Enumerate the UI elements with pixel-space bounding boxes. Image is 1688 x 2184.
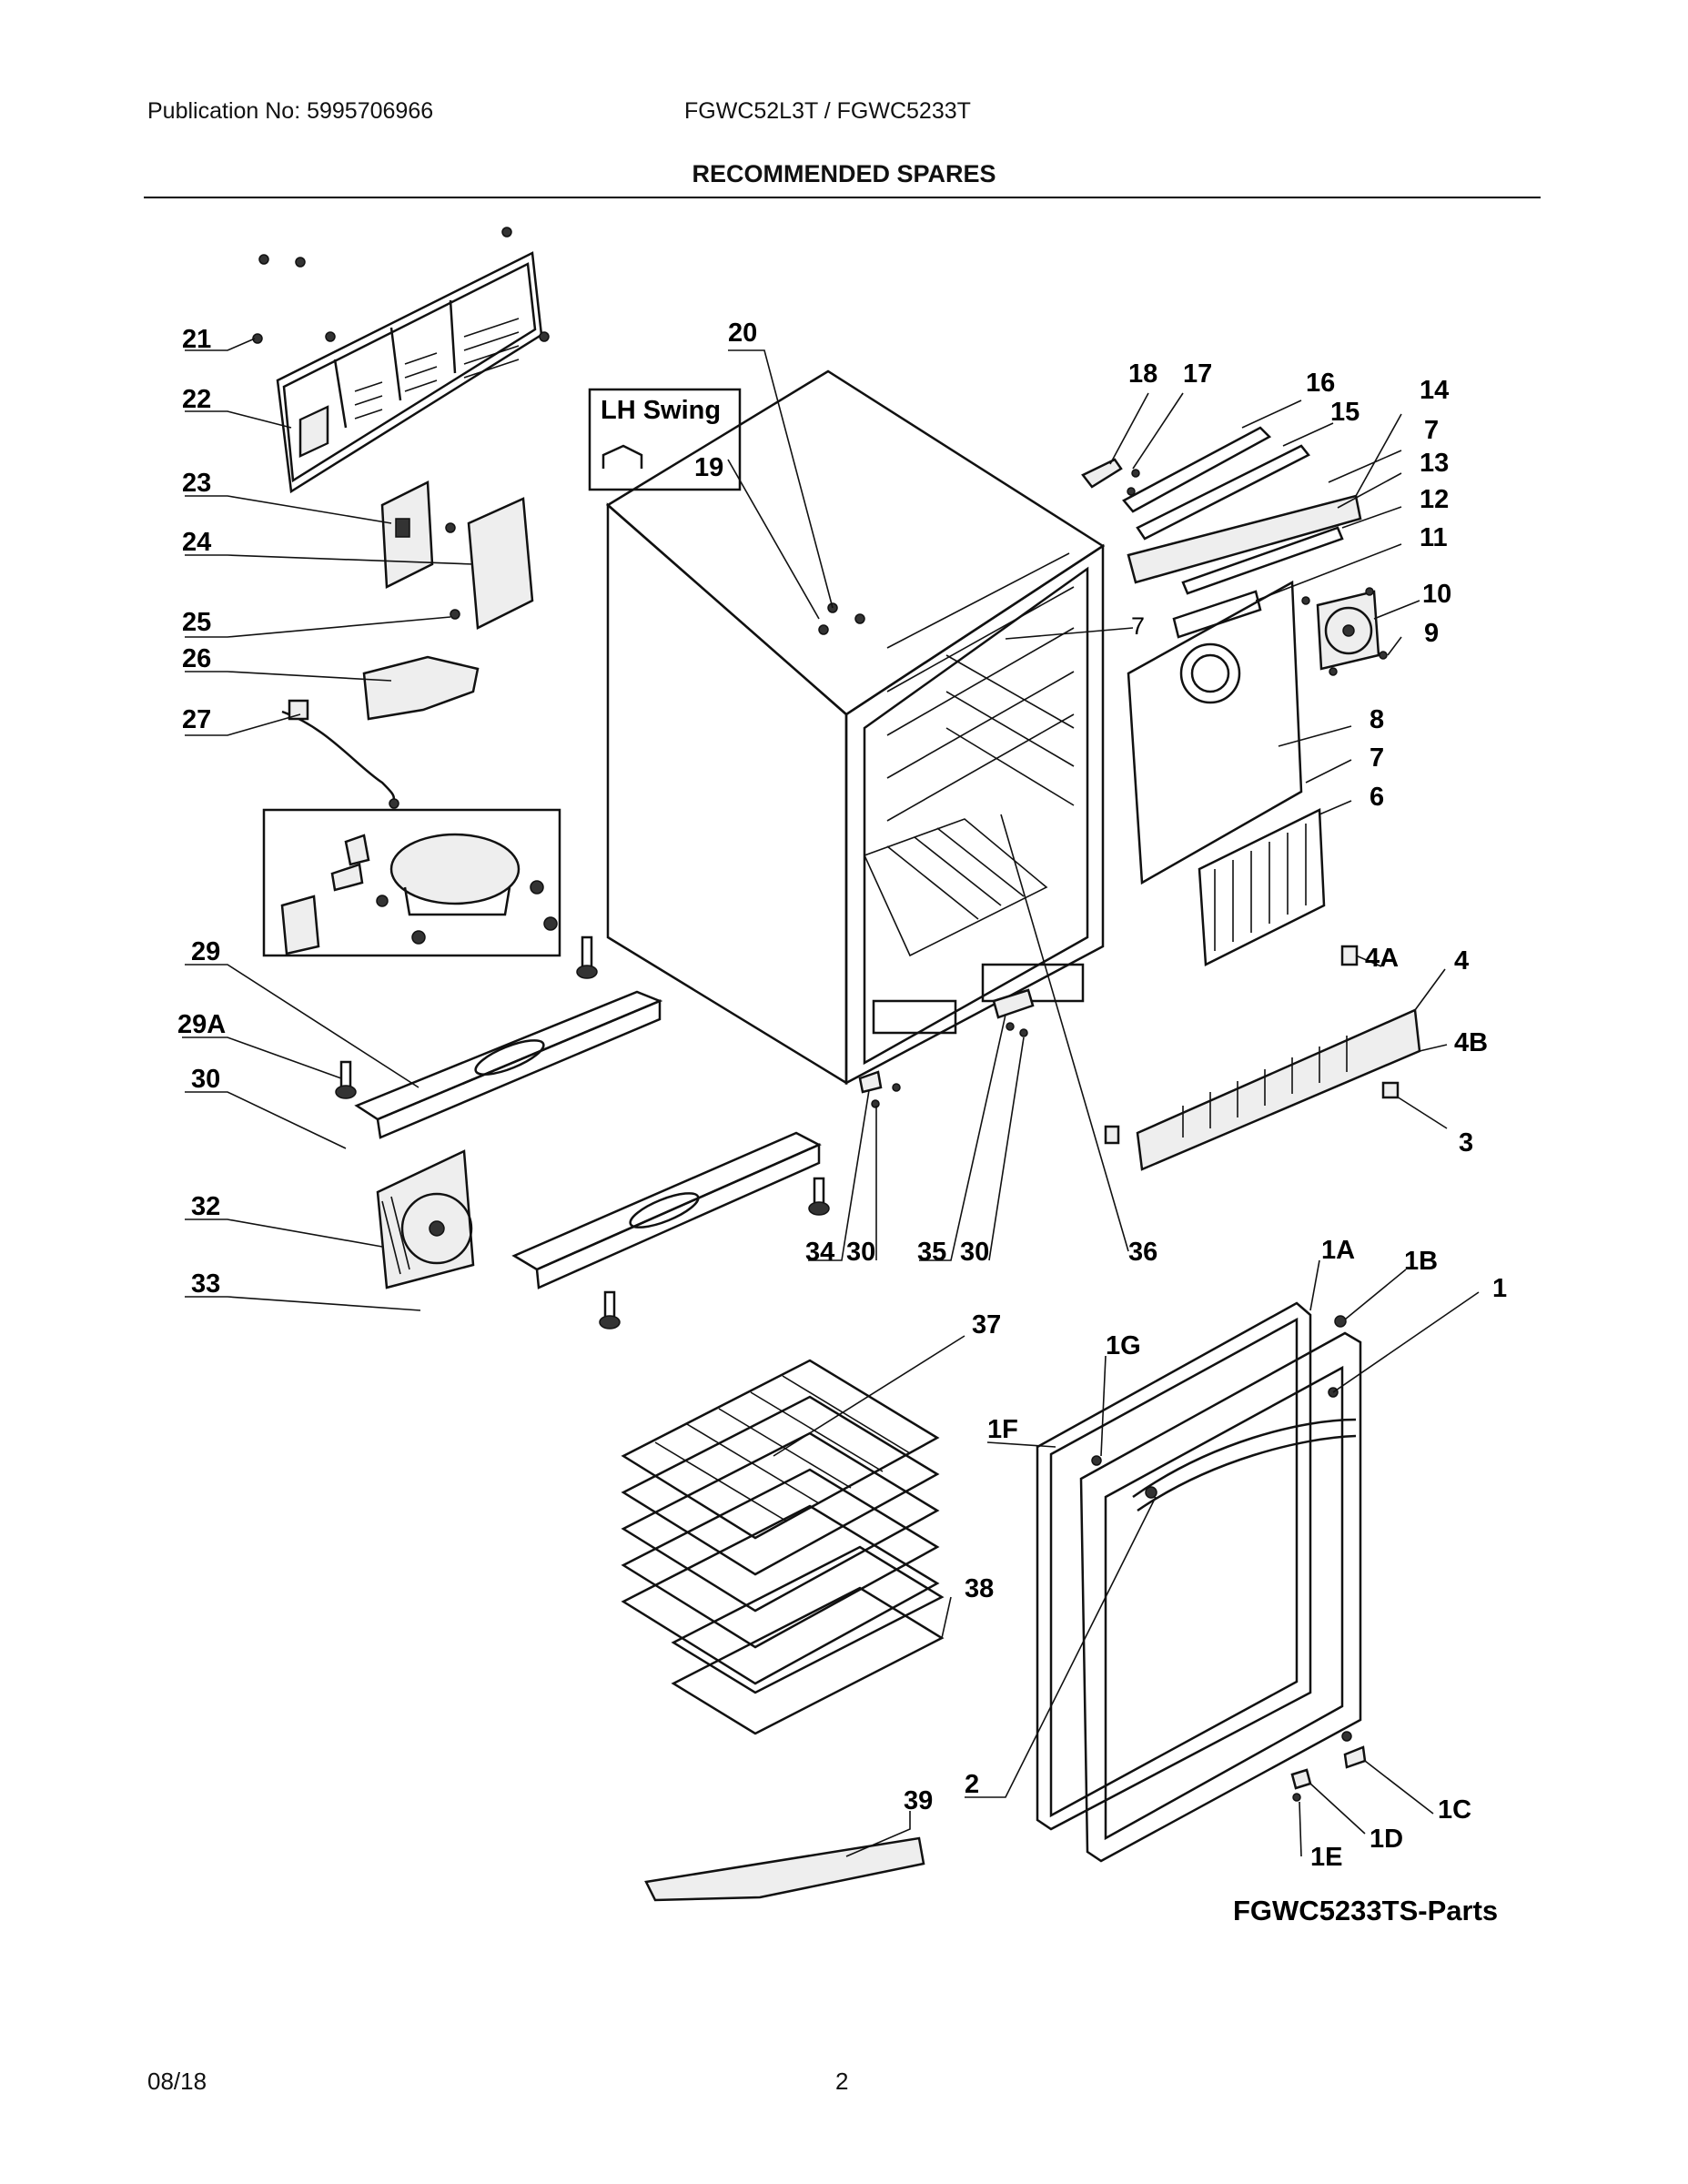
callout-7-top: 7: [1424, 416, 1439, 445]
board-cover: [445, 497, 534, 630]
lh-swing-inset: [588, 388, 742, 491]
callout-30-mid: 30: [846, 1238, 875, 1267]
lower-hinge-parts: [858, 988, 1035, 1108]
callout-7-cover: 7: [1370, 743, 1384, 773]
callout-12: 12: [1420, 485, 1449, 514]
callout-30-left: 30: [191, 1065, 220, 1094]
callout-4a: 4A: [1365, 944, 1399, 973]
callout-29a: 29A: [177, 1010, 226, 1039]
inset-label: LH Swing: [601, 396, 721, 425]
callout-20: 20: [728, 318, 757, 348]
callout-4b: 4B: [1454, 1028, 1488, 1057]
callout-34: 34: [805, 1238, 834, 1267]
callout-33: 33: [191, 1269, 220, 1299]
callout-1: 1: [1492, 1274, 1507, 1303]
callout-1c: 1C: [1438, 1795, 1471, 1825]
panel-screws: [252, 227, 550, 344]
base-rail-front: [511, 1131, 822, 1289]
relay-cover: [362, 655, 480, 721]
callout-1b: 1B: [1404, 1247, 1438, 1276]
callout-27: 27: [182, 705, 211, 734]
rear-access-panel: [276, 251, 543, 494]
callout-6: 6: [1370, 783, 1384, 812]
header-divider: [144, 197, 1541, 198]
callout-25: 25: [182, 608, 211, 637]
callout-17: 17: [1183, 359, 1212, 389]
callout-8: 8: [1370, 705, 1384, 734]
base-rail-rear: [354, 990, 663, 1139]
callout-1d: 1D: [1370, 1825, 1403, 1854]
callout-19: 19: [694, 453, 723, 482]
callout-30-right: 30: [960, 1238, 989, 1267]
callout-15: 15: [1330, 398, 1359, 427]
callout-10: 10: [1422, 580, 1451, 609]
callout-23: 23: [182, 469, 211, 498]
callout-26: 26: [182, 644, 211, 673]
evaporator-fan: [1301, 587, 1388, 676]
bottom-shelf: [644, 1836, 925, 1902]
callout-11: 11: [1420, 523, 1448, 552]
callout-21: 21: [182, 325, 211, 354]
page-title: RECOMMENDED SPARES: [692, 160, 996, 187]
callout-35: 35: [917, 1238, 946, 1267]
kick-plate: [1104, 945, 1421, 1171]
publication-number: Publication No: 5995706966: [147, 98, 434, 124]
model-numbers: FGWC52L3T / FGWC5233T: [684, 98, 971, 124]
leveling-legs: [335, 935, 830, 1330]
condenser-fan-assembly: [376, 1149, 475, 1289]
callout-3: 3: [1459, 1128, 1473, 1158]
callout-labels: 21 22 23 24 25 26 27 29 29A 30 32 33 20 …: [177, 318, 1507, 1872]
top-hinge: [1081, 458, 1140, 496]
callout-38: 38: [965, 1574, 994, 1603]
light-strip: [1172, 590, 1262, 639]
callout-18: 18: [1128, 359, 1157, 389]
callout-39: 39: [904, 1786, 933, 1815]
evaporator-coil: [1198, 808, 1326, 966]
control-board: [380, 480, 434, 589]
compressor-inset: [262, 808, 561, 957]
cabinet: [605, 369, 1106, 1086]
callout-4: 4: [1454, 946, 1469, 976]
footer-date: 08/18: [147, 2068, 207, 2095]
evaporator-cover: [1127, 580, 1303, 885]
callout-1a: 1A: [1321, 1236, 1355, 1265]
callout-1f: 1F: [987, 1415, 1018, 1444]
callout-2: 2: [965, 1770, 979, 1799]
door-hardware: [1091, 1315, 1367, 1802]
callout-7-shelf: 7: [1131, 612, 1145, 640]
callout-37: 37: [972, 1310, 1001, 1340]
callout-16: 16: [1306, 369, 1335, 398]
top-trim-assembly: [1122, 426, 1362, 595]
page-number: 2: [835, 2068, 849, 2095]
callout-32: 32: [191, 1192, 220, 1221]
power-cord: [281, 699, 399, 809]
callout-13: 13: [1420, 449, 1449, 478]
callout-36: 36: [1128, 1238, 1157, 1267]
callout-22: 22: [182, 385, 211, 414]
wine-racks: [621, 1359, 945, 1735]
door-frame: [1079, 1331, 1362, 1863]
callout-24: 24: [182, 528, 211, 557]
figure-caption: FGWC5233TS-Parts: [1233, 1895, 1498, 1926]
leader-lines: [182, 338, 1480, 1857]
door-gasket: [1036, 1301, 1312, 1831]
callout-1e: 1E: [1310, 1843, 1342, 1872]
callout-9: 9: [1424, 619, 1439, 648]
callout-14: 14: [1420, 376, 1449, 405]
callout-1g: 1G: [1106, 1331, 1141, 1360]
callout-29: 29: [191, 937, 220, 966]
